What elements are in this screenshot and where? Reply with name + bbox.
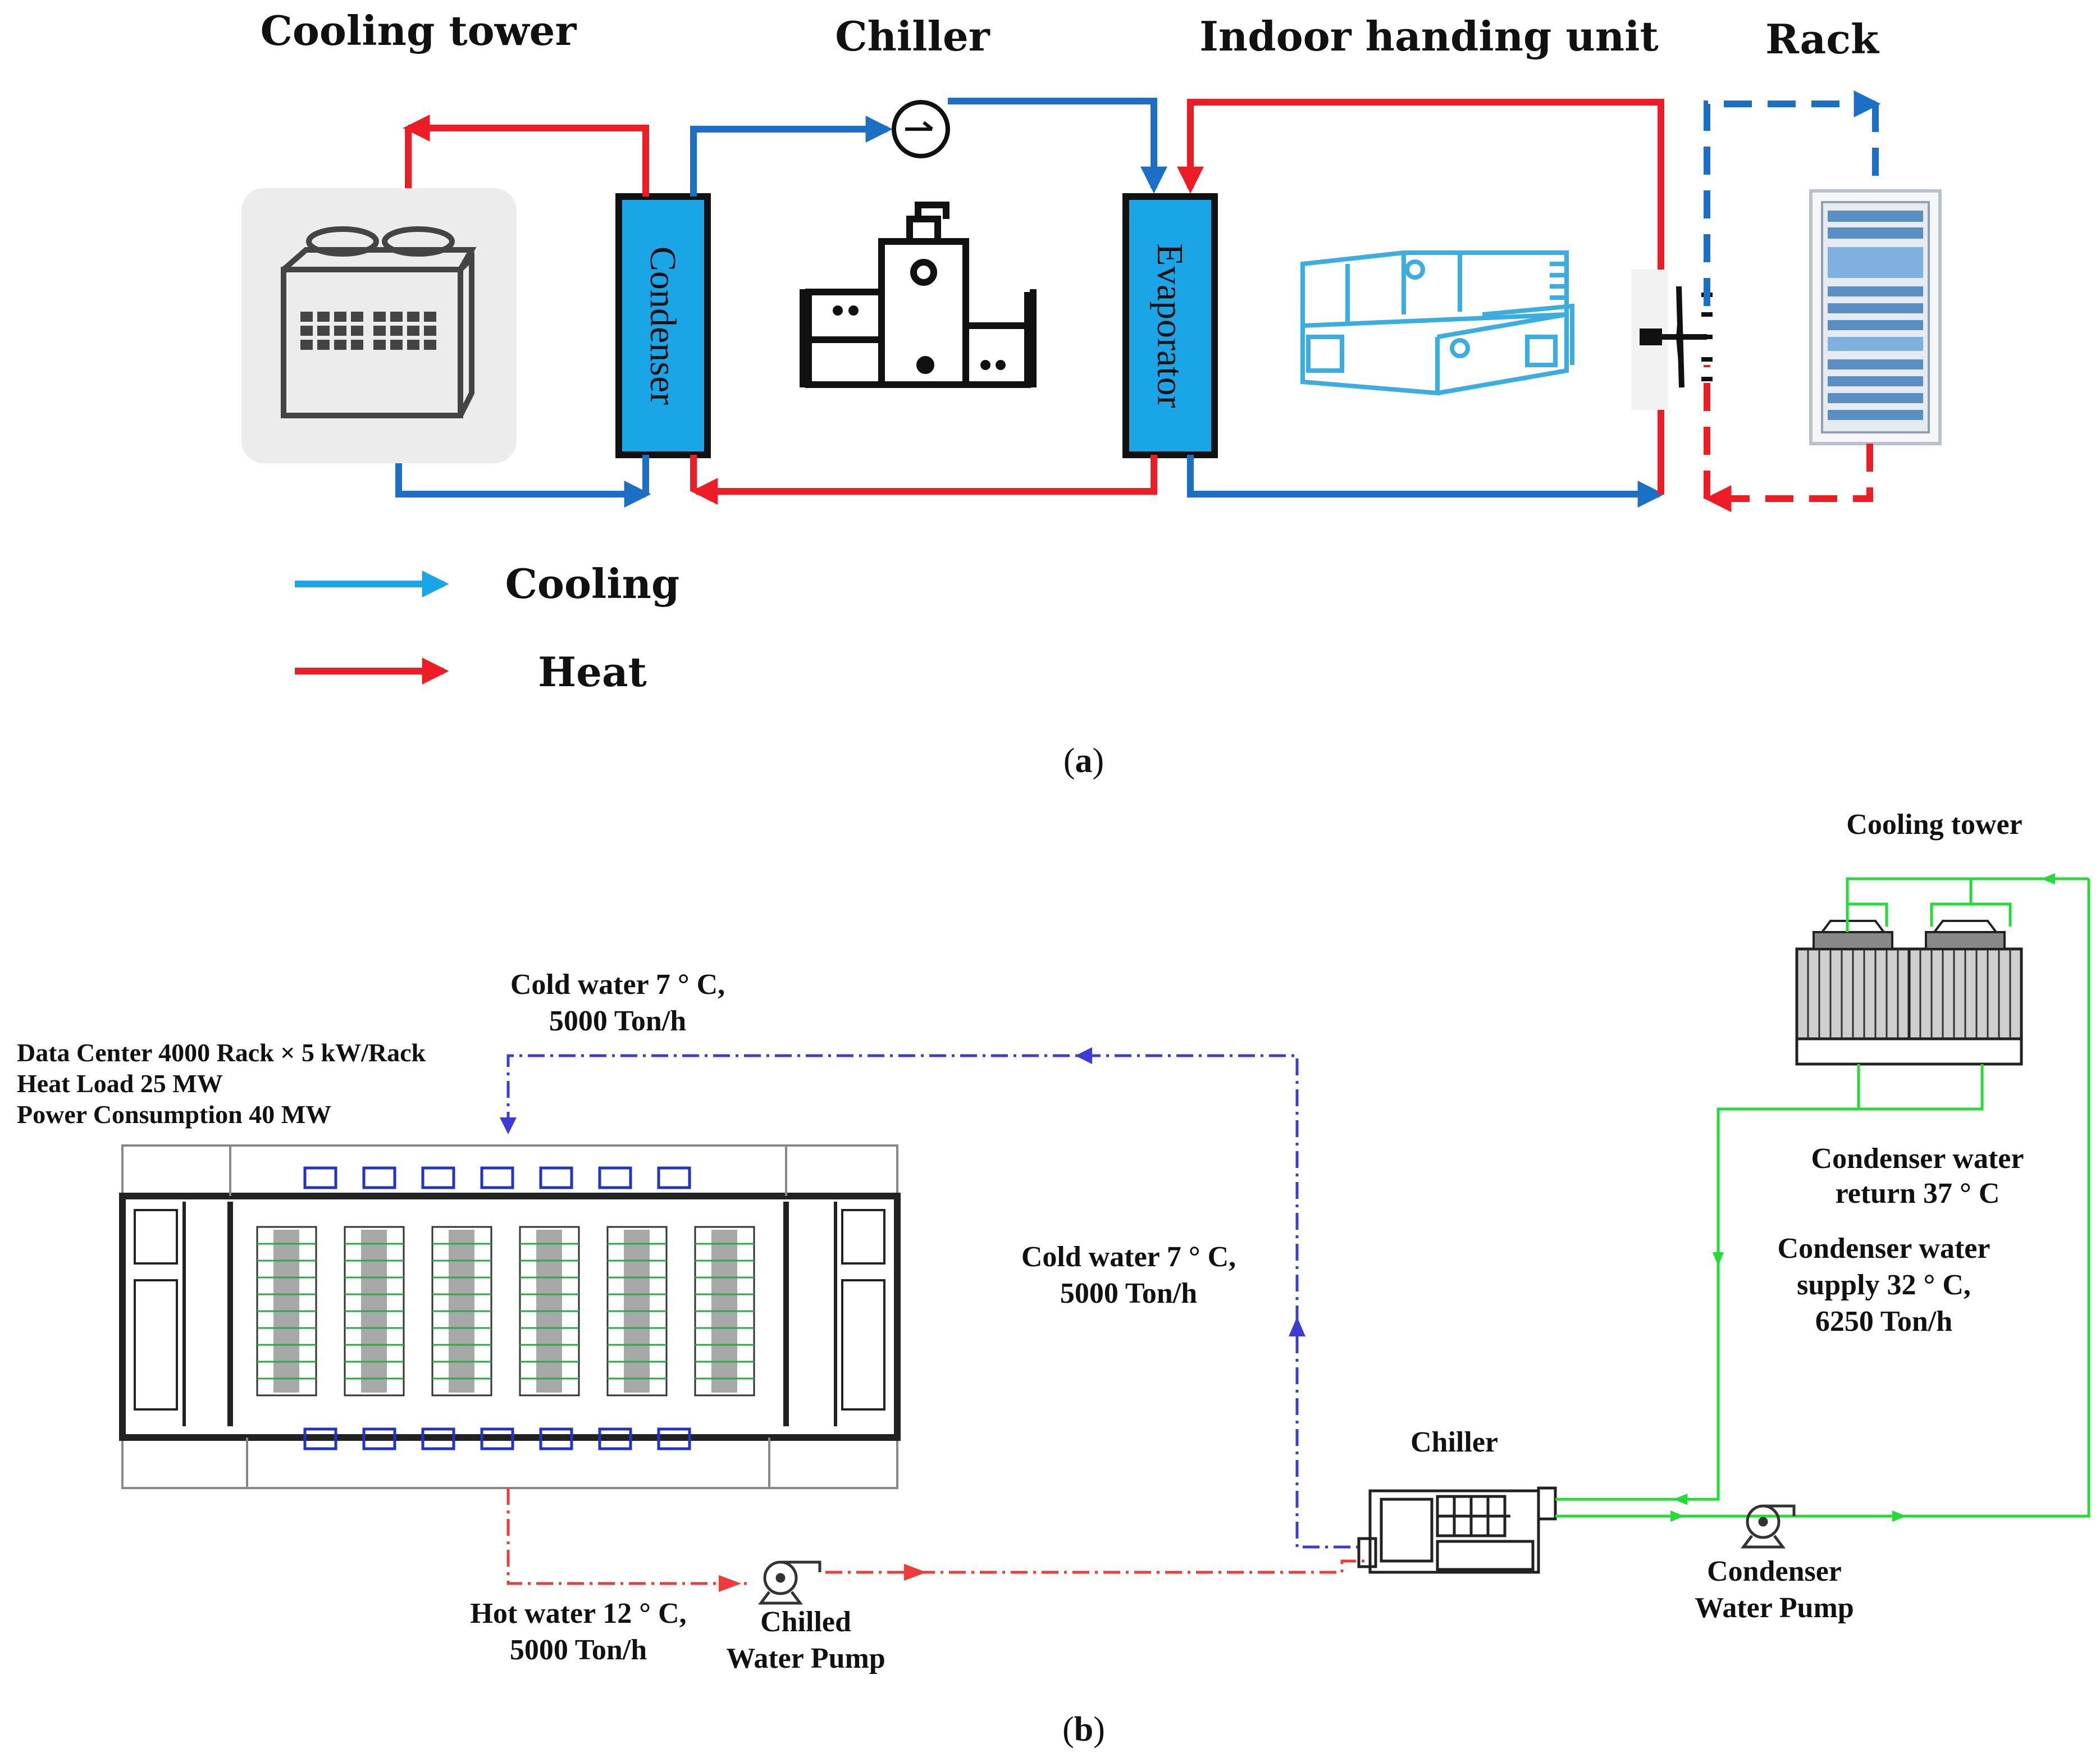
chilled-pump-line-1: Chilled — [760, 1606, 851, 1638]
cold-water-loop — [506, 1054, 1364, 1549]
condenser-water-loop — [1555, 877, 2090, 1518]
cond-return-line-2: return 37 ° C — [1836, 1178, 2000, 1210]
caption-a: (a) — [1063, 742, 1104, 780]
hot-water-loop — [506, 1488, 1364, 1585]
cold-water-mid-line-2: 5000 Ton/h — [1060, 1277, 1197, 1309]
cold-water-top-line-1: Cold water 7 ° C, — [510, 969, 725, 1001]
cooling-tower-b-icon — [1795, 920, 2023, 1066]
panel-b: Data Center 4000 Rack × 5 kW/Rack Heat L… — [17, 809, 2090, 1749]
cond-pump-line-1: Condenser — [1707, 1555, 1842, 1587]
cold-water-arrow-2 — [500, 1117, 517, 1134]
cold-water-top-line-2: 5000 Ton/h — [549, 1005, 686, 1037]
cold-water-arrow-3 — [1289, 1317, 1305, 1336]
chilled-water-pump-icon — [758, 1560, 821, 1605]
hot-water-line-2: 5000 Ton/h — [510, 1634, 647, 1666]
chilled-pump-line-2: Water Pump — [726, 1642, 885, 1674]
cond-supply-line-1: Condenser water — [1778, 1233, 1991, 1265]
evaporator-box: Evaporator — [1122, 193, 1218, 458]
cond-supply-line-3: 6250 Ton/h — [1815, 1306, 1952, 1338]
dc-info-line-3: Power Consumption 40 MW — [17, 1100, 331, 1129]
panel-a: Cooling tower Chiller Indoor handing uni… — [241, 7, 1942, 780]
condenser-box: Condenser — [615, 193, 711, 458]
evaporator-label: Evaporator — [1149, 243, 1190, 408]
flow-lines-a — [395, 90, 1881, 512]
chiller-b-icon — [1357, 1486, 1557, 1574]
indoor-handling-unit-icon — [1300, 250, 1574, 396]
cooling-tower-b-label: Cooling tower — [1846, 809, 2022, 841]
chiller-icon — [800, 202, 1037, 388]
cond-supply-line-2: supply 32 ° C, — [1797, 1269, 1971, 1301]
cold-water-arrow-1 — [1075, 1047, 1092, 1064]
fan-icon — [1631, 270, 1713, 410]
cold-water-mid-line-1: Cold water 7 ° C, — [1021, 1241, 1236, 1273]
rack-icon — [1809, 189, 1942, 445]
legend-a: Cooling Heat — [295, 560, 679, 696]
condenser-water-pump-icon — [1741, 1504, 1796, 1549]
crac-units — [303, 1166, 691, 1450]
data-center-floor-plan — [119, 1144, 901, 1489]
caption-b: (b) — [1062, 1710, 1105, 1749]
server-rows — [256, 1226, 755, 1397]
legend-heat-label: Heat — [538, 648, 647, 696]
header-cooling-tower: Cooling tower — [261, 7, 577, 54]
dc-info-line-1: Data Center 4000 Rack × 5 kW/Rack — [17, 1038, 426, 1067]
header-chiller: Chiller — [835, 12, 990, 60]
condenser-label: Condenser — [642, 247, 683, 405]
cond-pump-line-2: Water Pump — [1695, 1592, 1854, 1624]
chiller-b-label: Chiller — [1410, 1426, 1498, 1458]
cooling-tower-icon — [241, 188, 517, 463]
cond-return-line-1: Condenser water — [1811, 1143, 2024, 1175]
hot-water-arrow-1 — [719, 1575, 741, 1592]
legend-cooling-label: Cooling — [505, 560, 680, 608]
hot-water-line-1: Hot water 12 ° C, — [470, 1598, 686, 1630]
header-rack: Rack — [1765, 15, 1880, 63]
condenser-water-arrows — [1670, 873, 2055, 1522]
dc-info-line-2: Heat Load 25 MW — [17, 1069, 223, 1098]
header-indoor-unit: Indoor handing unit — [1199, 12, 1659, 60]
hot-water-arrow-2 — [904, 1564, 926, 1581]
